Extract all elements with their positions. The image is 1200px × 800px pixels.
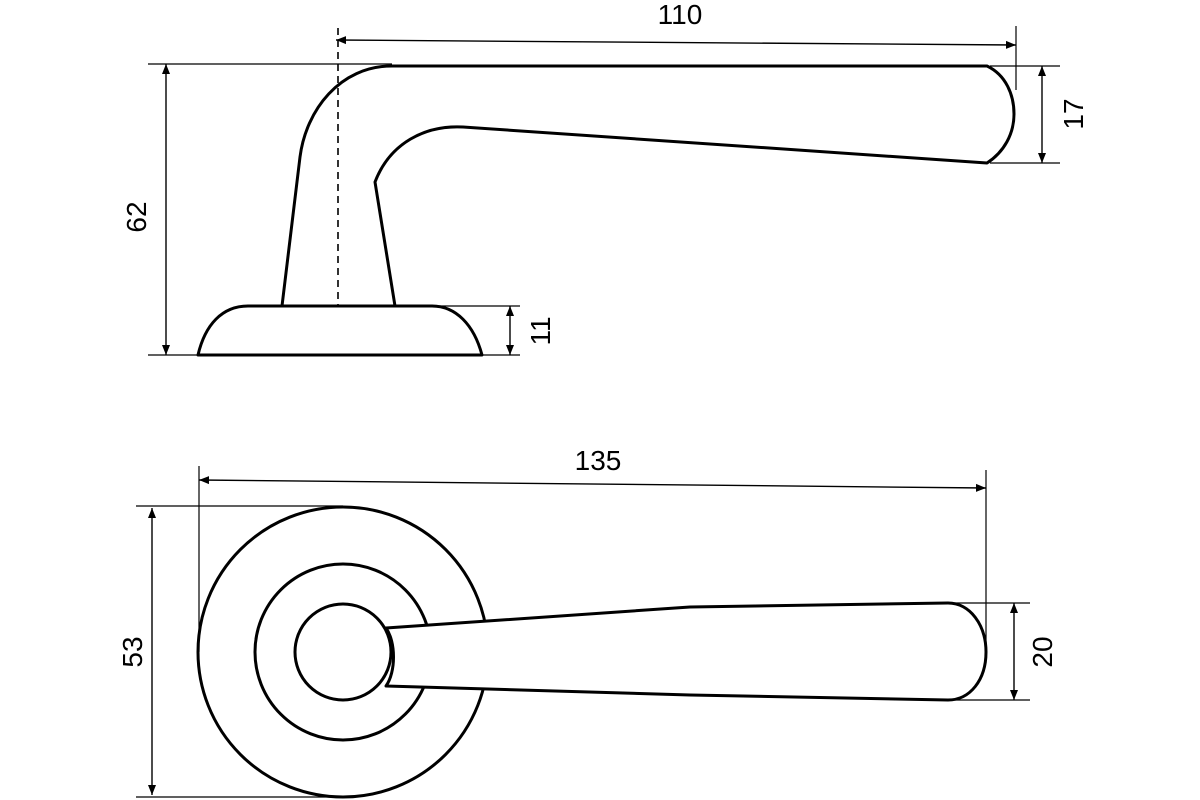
dim-total-length-label: 135 — [575, 445, 622, 476]
dim-rose-diameter-label: 53 — [117, 636, 148, 667]
dim-rose-diameter: 53 — [117, 505, 343, 798]
top-lever-body — [384, 601, 988, 702]
side-rose — [196, 304, 484, 357]
dim-lever-end-width-label: 20 — [1027, 636, 1058, 667]
dim-rose-height: 11 — [395, 305, 556, 355]
dim-total-height: 62 — [121, 63, 520, 356]
dim-lever-end-width: 20 — [948, 602, 1058, 701]
dim-total-height-label: 62 — [121, 201, 152, 232]
dim-total-length: 135 — [198, 445, 987, 652]
side-lever-body — [280, 64, 1016, 308]
top-rose-inner — [293, 602, 393, 702]
dim-lever-length-label: 110 — [658, 0, 703, 30]
dim-lever-length: 110 — [335, 0, 1017, 90]
dim-rose-height-label: 11 — [525, 316, 556, 345]
side-view — [196, 28, 1016, 357]
dim-lever-tip-height: 17 — [990, 65, 1089, 164]
dim-lever-tip-height-label: 17 — [1058, 98, 1089, 129]
top-view — [196, 505, 988, 799]
